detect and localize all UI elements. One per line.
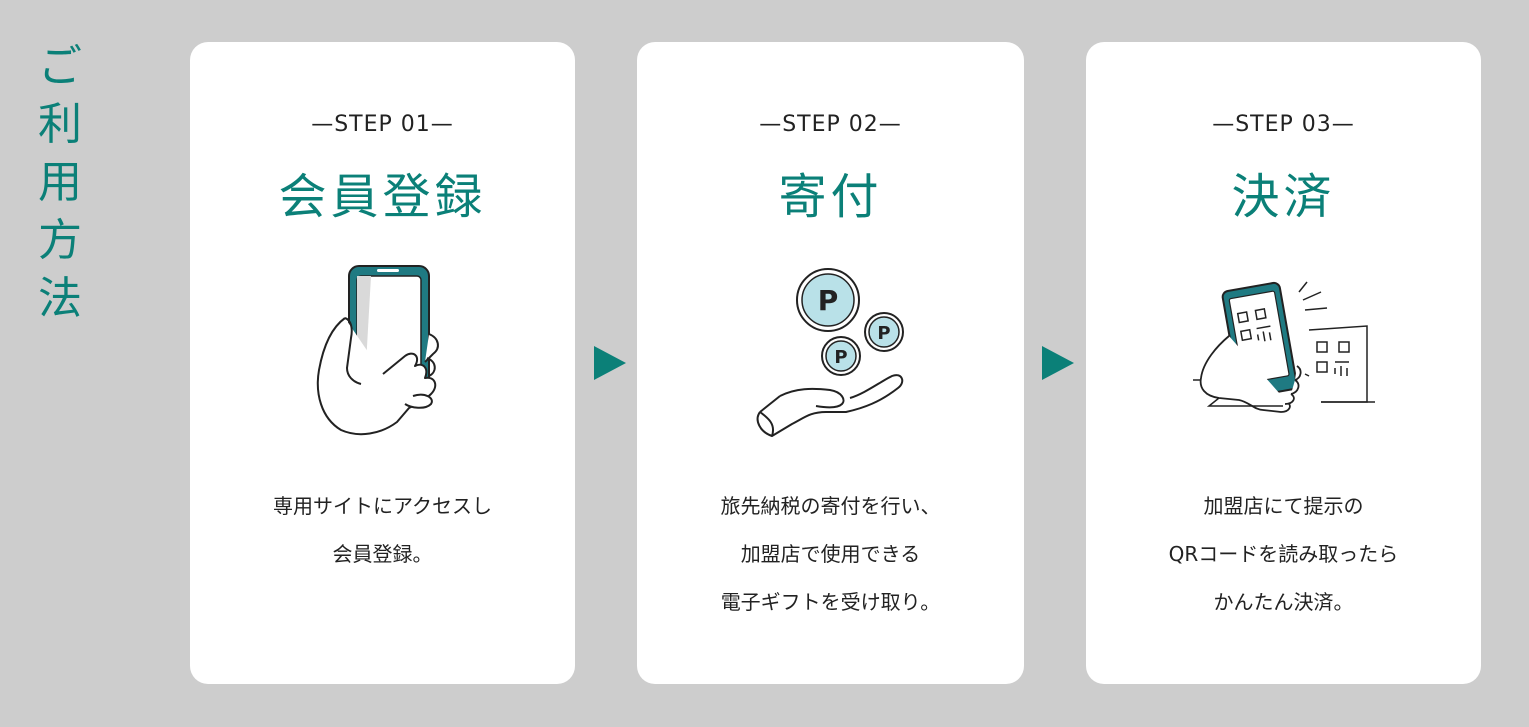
qr-payment-icon — [1189, 280, 1379, 420]
description-line: 加盟店で使用できる — [740, 542, 921, 566]
next-arrow-icon — [1042, 346, 1074, 380]
section-title-char: 法 — [38, 273, 82, 324]
description-line: 電子ギフトを受け取り。 — [720, 590, 941, 614]
step-title: 決済 — [1231, 169, 1336, 225]
step-description: 旅先納税の寄付を行い、 加盟店で使用できる 電子ギフトを受け取り。 — [637, 482, 1024, 626]
section-title: ご 利 用 方 法 — [30, 38, 90, 328]
section-title-char: 方 — [38, 215, 82, 266]
step-label: —STEP 02— — [759, 112, 902, 137]
section-title-char: ご — [38, 41, 82, 92]
coin-letter: P — [877, 323, 890, 344]
step-label: —STEP 03— — [1212, 112, 1355, 137]
smartphone-hand-icon — [313, 258, 453, 438]
points-hand-icon: P P P — [746, 262, 916, 442]
description-line: 加盟店にて提示の — [1203, 494, 1364, 518]
description-line: QRコードを読み取ったら — [1168, 542, 1399, 566]
step-card-3: —STEP 03— 決済 — [1086, 42, 1481, 684]
step-description: 加盟店にて提示の QRコードを読み取ったら かんたん決済。 — [1086, 482, 1481, 626]
description-line: 会員登録。 — [332, 542, 433, 566]
description-line: 専用サイトにアクセスし — [273, 494, 492, 518]
step-card-1: —STEP 01— 会員登録 専用サイトにアクセスし 会員登録。 — [190, 42, 575, 684]
coin-letter: P — [817, 284, 838, 317]
step-description: 専用サイトにアクセスし 会員登録。 — [190, 482, 575, 578]
next-arrow-icon — [594, 346, 626, 380]
step-label: —STEP 01— — [311, 112, 454, 137]
description-line: かんたん決済。 — [1213, 590, 1354, 614]
section-title-char: 利 — [38, 99, 82, 150]
description-line: 旅先納税の寄付を行い、 — [720, 494, 941, 518]
step-card-2: —STEP 02— 寄付 P P P 旅先納税の寄付を行い、 加盟店で使用できる… — [637, 42, 1024, 684]
coin-letter: P — [834, 347, 847, 368]
step-title: 会員登録 — [278, 169, 487, 225]
step-title: 寄付 — [778, 169, 883, 225]
section-title-char: 用 — [38, 157, 82, 208]
